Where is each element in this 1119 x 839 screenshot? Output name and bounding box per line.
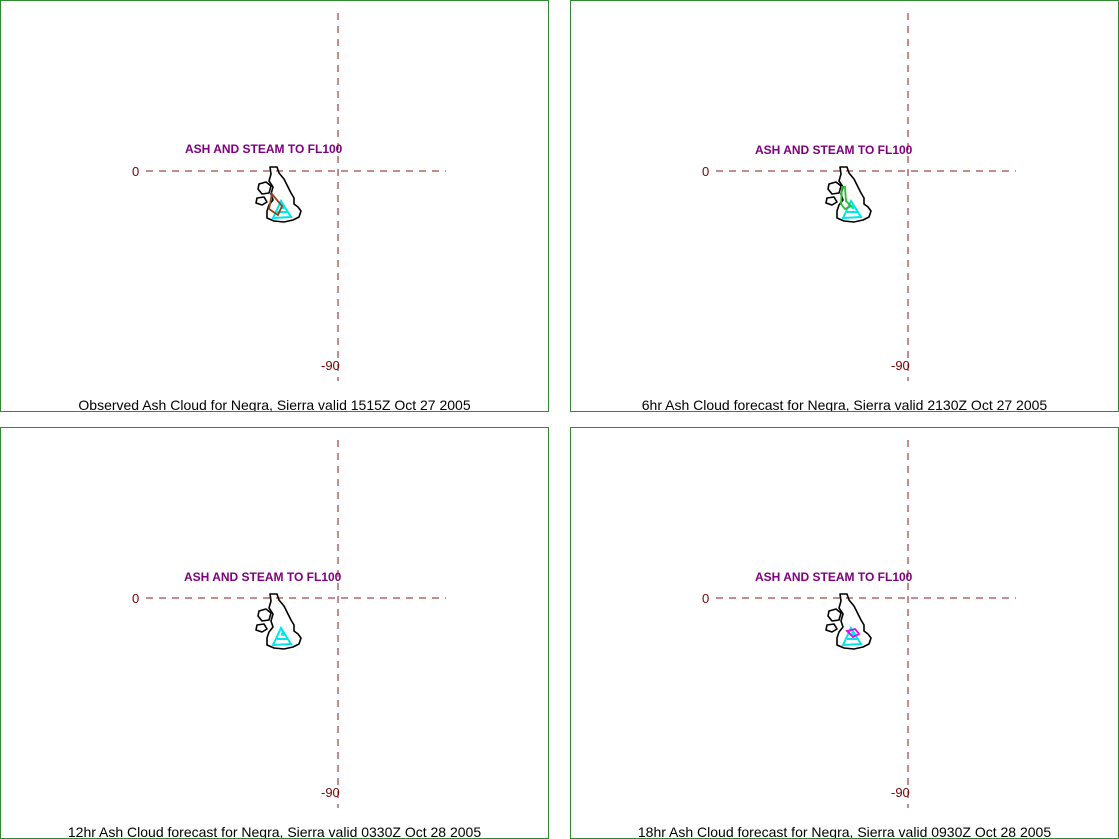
longitude-label: -90 <box>891 785 910 800</box>
latitude-label: 0 <box>702 164 710 179</box>
map-panel-12hr: ASH AND STEAM TO FL100 0 -90 12hr Ash Cl… <box>0 427 549 839</box>
ash-cloud-outline <box>840 186 863 220</box>
latitude-label: 0 <box>702 591 710 606</box>
ash-cloud-outline <box>841 625 863 647</box>
latitude-label: 0 <box>132 591 140 606</box>
map-canvas <box>146 13 446 381</box>
longitude-label: -90 <box>891 358 910 373</box>
map-canvas <box>716 440 1016 808</box>
map-panel-6hr: ASH AND STEAM TO FL100 0 -90 6hr Ash Clo… <box>570 0 1119 412</box>
ash-cloud-overlay <box>840 186 853 211</box>
headline-label: ASH AND STEAM TO FL100 <box>755 570 913 584</box>
headline-label: ASH AND STEAM TO FL100 <box>184 570 342 584</box>
map-panel-18hr: ASH AND STEAM TO FL100 0 -90 18hr Ash Cl… <box>570 427 1119 839</box>
galapagos-islands <box>825 593 872 650</box>
longitude-label: -90 <box>321 358 340 373</box>
panel-caption: 12hr Ash Cloud forecast for Negra, Sierr… <box>67 824 482 839</box>
headline-label: ASH AND STEAM TO FL100 <box>185 142 343 156</box>
headline-label: ASH AND STEAM TO FL100 <box>755 143 913 157</box>
map-canvas <box>146 440 446 808</box>
ash-cloud-overlay <box>845 627 861 639</box>
panel-caption: Observed Ash Cloud for Negra, Sierra val… <box>78 397 471 412</box>
ash-cloud-overlay <box>267 191 284 217</box>
ash-cloud-outline <box>271 625 293 647</box>
map-panel-observed: ASH AND STEAM TO FL100 0 -90 Observed As… <box>0 0 549 412</box>
ash-cloud-outline <box>267 191 293 220</box>
galapagos-islands <box>825 166 872 223</box>
galapagos-islands <box>255 593 302 650</box>
galapagos-islands <box>255 166 302 223</box>
panel-caption: 6hr Ash Cloud forecast for Negra, Sierra… <box>641 397 1048 412</box>
latitude-label: 0 <box>132 164 140 179</box>
map-canvas <box>716 13 1016 381</box>
longitude-label: -90 <box>321 785 340 800</box>
panel-caption: 18hr Ash Cloud forecast for Negra, Sierr… <box>637 824 1052 839</box>
